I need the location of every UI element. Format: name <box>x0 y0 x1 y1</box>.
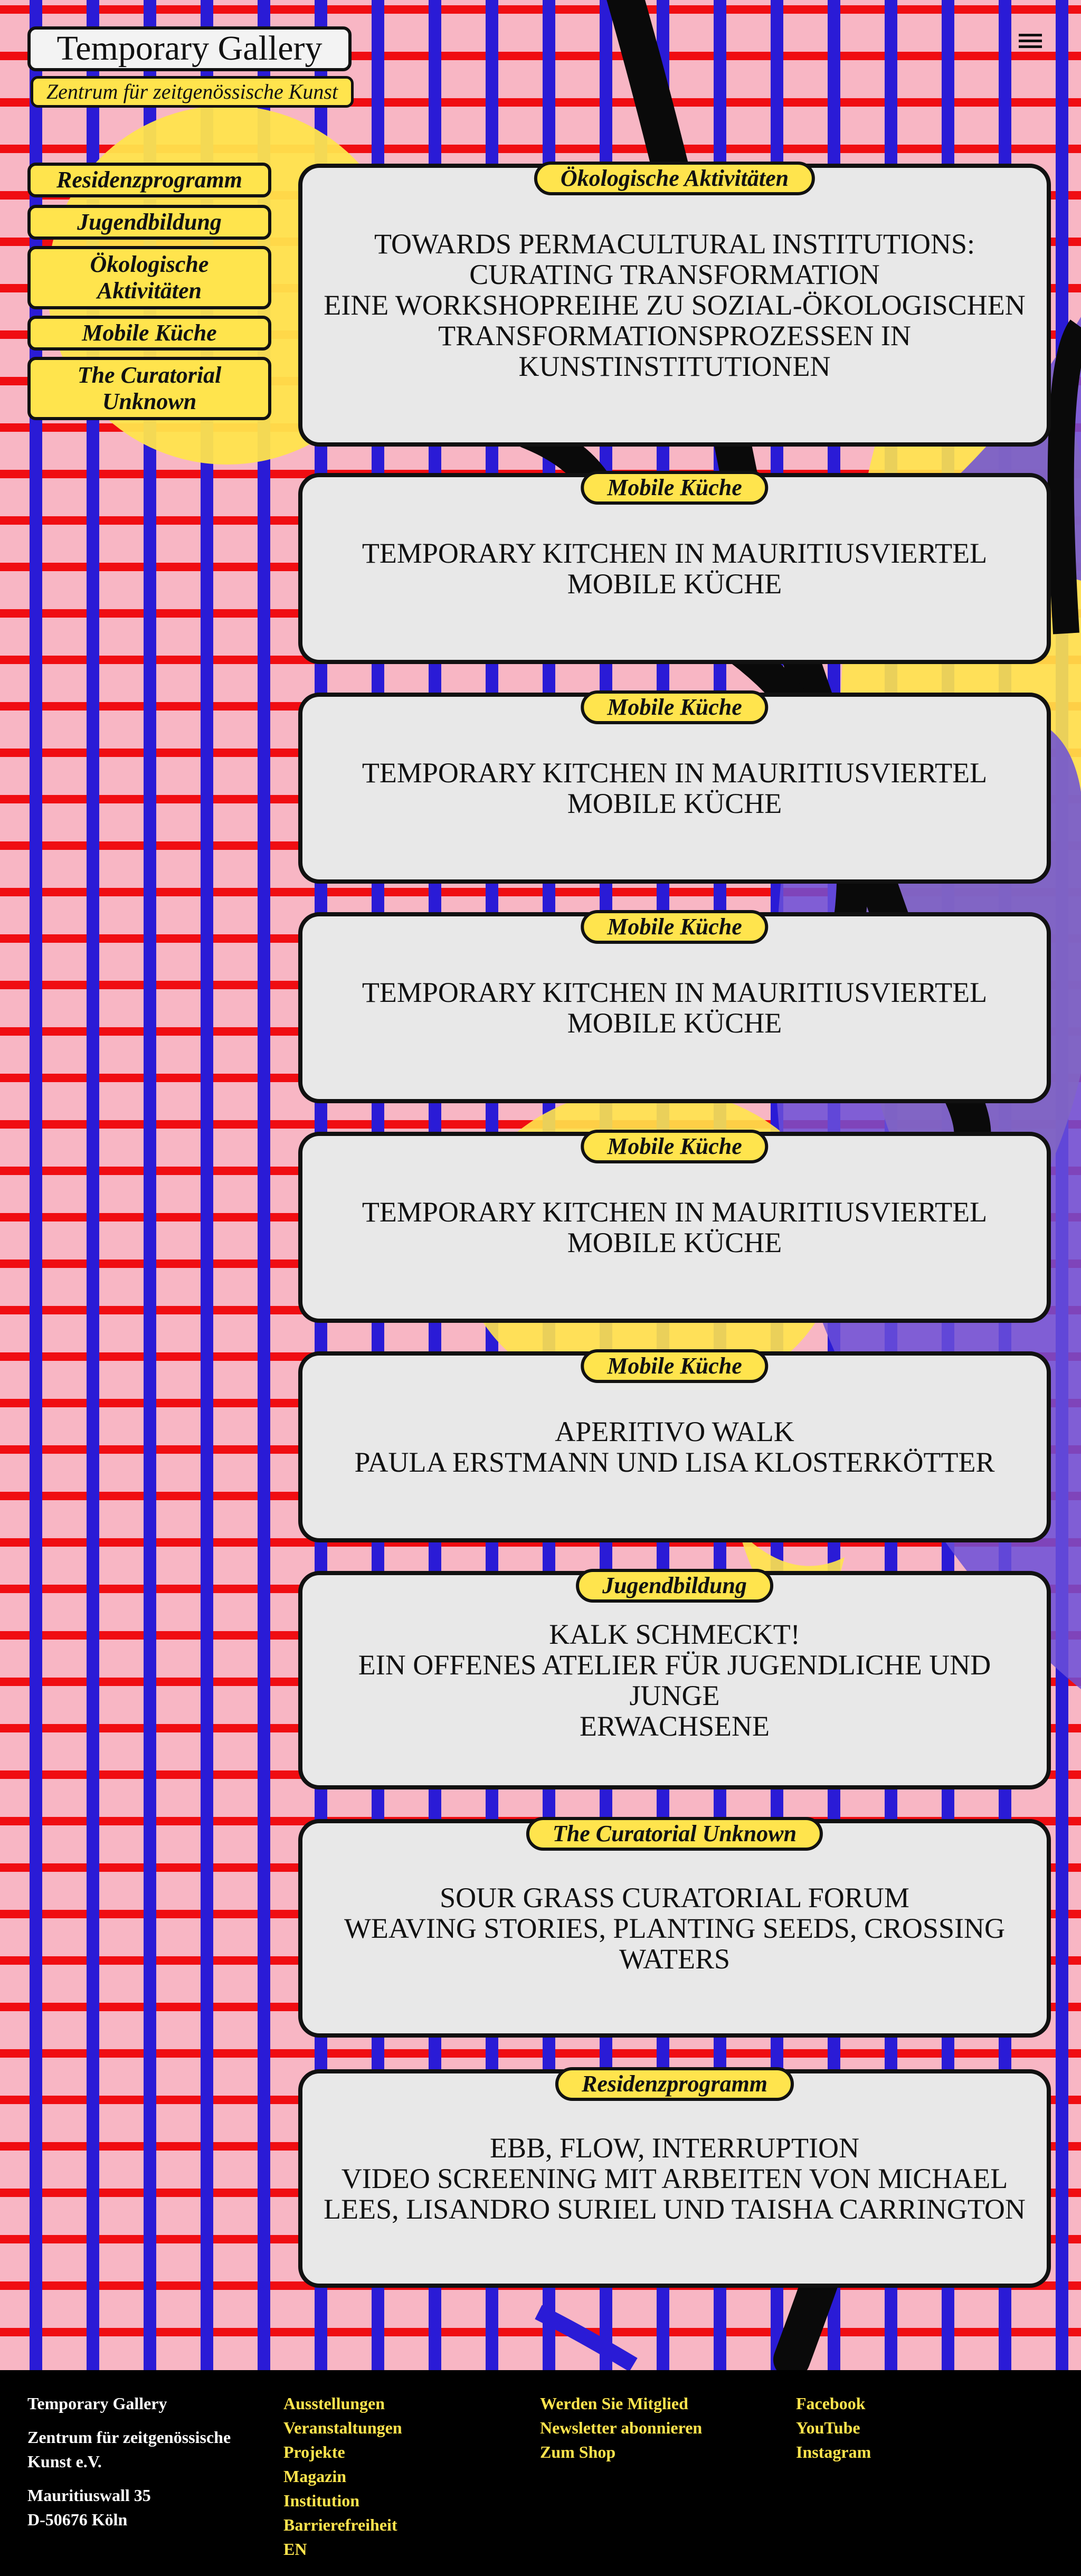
card-title-line: Temporary Kitchen in Mauritiusviertel <box>362 1196 988 1228</box>
card-title-line: Mobile Küche <box>567 788 782 819</box>
logo-tagline: Zentrum für zeitgenössische Kunst <box>31 76 354 108</box>
category-badge[interactable]: Jugendbildung <box>576 1569 773 1603</box>
card-title: Aperitivo Walk Paula Erstmann und Lisa K… <box>333 1416 1016 1478</box>
footer-contact: Temporary Gallery Zentrum für zeitgenöss… <box>27 2391 254 2532</box>
event-card[interactable]: Mobile Küche Aperitivo Walk Paula Erstma… <box>298 1349 1051 1542</box>
footer-link-instagram[interactable]: Instagram <box>796 2442 871 2461</box>
category-badge[interactable]: Mobile Küche <box>581 1130 769 1163</box>
sidebar-item-mobile-kueche[interactable]: Mobile Küche <box>27 316 271 351</box>
card-title-line: Temporary Kitchen in Mauritiusviertel <box>362 757 988 789</box>
category-badge[interactable]: Mobile Küche <box>581 471 769 505</box>
card-title: Kalk schmeckt! Ein offenes Atelier für J… <box>302 1619 1047 1741</box>
sidebar-item-the-curatorial-unknown[interactable]: The Curatorial Unknown <box>27 357 271 420</box>
category-badge[interactable]: Ökologische Aktivitäten <box>534 162 816 195</box>
site-footer: Temporary Gallery Zentrum für zeitgenöss… <box>0 2370 1081 2576</box>
footer-link-newsletter[interactable]: Newsletter abonnieren <box>540 2418 703 2437</box>
card-title-line: Ein offenes Atelier für Jugendliche und … <box>358 1649 991 1711</box>
event-card[interactable]: Residenzprogramm Ebb, Flow, Interruption… <box>298 2067 1051 2288</box>
footer-social: Facebook YouTube Instagram <box>796 2391 871 2464</box>
logo-title[interactable]: Temporary Gallery <box>27 26 352 71</box>
event-card[interactable]: Ökologische Aktivitäten Towards Permacul… <box>298 162 1051 447</box>
category-badge[interactable]: Mobile Küche <box>581 1349 769 1383</box>
card-title: Towards Permacultural Institutions: Cura… <box>302 229 1046 382</box>
footer-link-ausstellungen[interactable]: Ausstellungen <box>283 2394 385 2413</box>
card-title-line: Temporary Kitchen in Mauritiusviertel <box>362 977 988 1008</box>
footer-link-veranstaltungen[interactable]: Veranstaltungen <box>283 2418 402 2437</box>
sidebar-item-label: Jugendbildung <box>77 209 222 235</box>
footer-link-youtube[interactable]: YouTube <box>796 2418 860 2437</box>
hamburger-menu-icon[interactable] <box>1019 31 1042 54</box>
footer-link-language-en[interactable]: EN <box>283 2540 307 2559</box>
card-title-line: Kunstinstitutionen <box>518 351 831 382</box>
footer-nav: Ausstellungen Veranstaltungen Projekte M… <box>283 2391 402 2561</box>
footer-org-name: Temporary Gallery <box>27 2394 167 2413</box>
card-title-line: Curating Transformation <box>469 259 880 290</box>
card-title: Temporary Kitchen in Mauritiusviertel Mo… <box>341 757 1008 819</box>
category-badge[interactable]: Residenzprogramm <box>555 2067 794 2101</box>
card-title-line: Towards Permacultural Institutions: <box>374 228 975 260</box>
card-title-line: Video Screening mit Arbeiten von Michael <box>341 2163 1008 2194</box>
event-card[interactable]: Mobile Küche Temporary Kitchen in Maurit… <box>298 690 1051 884</box>
category-badge[interactable]: The Curatorial Unknown <box>526 1817 823 1851</box>
card-title-line: Erwachsene <box>579 1710 770 1742</box>
footer-link-barrierefreiheit[interactable]: Barrierefreiheit <box>283 2515 397 2534</box>
event-card[interactable]: Mobile Küche Temporary Kitchen in Maurit… <box>298 1130 1051 1323</box>
footer-link-facebook[interactable]: Facebook <box>796 2394 866 2413</box>
category-badge[interactable]: Mobile Küche <box>581 910 769 944</box>
category-badge[interactable]: Mobile Küche <box>581 690 769 724</box>
card-title: Temporary Kitchen in Mauritiusviertel Mo… <box>341 977 1008 1038</box>
card-title: Sour Grass Curatorial Forum Weaving Stor… <box>323 1882 1026 1974</box>
sidebar-item-label: The Curatorial Unknown <box>77 362 222 414</box>
footer-link-membership[interactable]: Werden Sie Mitglied <box>540 2394 688 2413</box>
card-title-line: Transformationsprozessen in <box>438 320 911 352</box>
card-title-line: Lees, Lisandro Suriel und Taisha Carring… <box>324 2193 1026 2225</box>
sidebar-item-residenzprogramm[interactable]: Residenzprogramm <box>27 163 271 197</box>
sidebar-item-oekologische-aktivitaeten[interactable]: Ökologische Aktivitäten <box>27 246 271 309</box>
card-title-line: Temporary Kitchen in Mauritiusviertel <box>362 537 988 569</box>
event-card[interactable]: Mobile Küche Temporary Kitchen in Maurit… <box>298 471 1051 664</box>
footer-org-full: Kunst e.V. <box>27 2452 102 2471</box>
card-title-line: Mobile Küche <box>567 1007 782 1039</box>
card-title: Temporary Kitchen in Mauritiusviertel Mo… <box>341 1197 1008 1258</box>
card-title-line: Paula Erstmann und Lisa Klosterkötter <box>354 1446 995 1478</box>
sidebar-item-jugendbildung[interactable]: Jugendbildung <box>27 205 271 240</box>
card-title: Ebb, Flow, Interruption Video Screening … <box>302 2133 1047 2224</box>
card-title: Temporary Kitchen in Mauritiusviertel Mo… <box>341 538 1008 599</box>
footer-address: D-50676 Köln <box>27 2510 128 2529</box>
footer-org-full: Zentrum für zeitgenössische <box>27 2428 231 2447</box>
card-title-line: Mobile Küche <box>567 1227 782 1258</box>
event-card[interactable]: Jugendbildung Kalk schmeckt! Ein offenes… <box>298 1569 1051 1789</box>
sidebar-item-label: Residenzprogramm <box>56 167 243 193</box>
card-title-line: Eine Workshopreihe zu sozial-ökologische… <box>324 289 1026 321</box>
footer-link-magazin[interactable]: Magazin <box>283 2467 347 2486</box>
footer-address: Mauritiuswall 35 <box>27 2486 151 2505</box>
sidebar-item-label: Ökologische Aktivitäten <box>90 251 209 304</box>
footer-actions: Werden Sie Mitglied Newsletter abonniere… <box>540 2391 702 2464</box>
card-title-line: Weaving Stories, Planting Seeds, Crossin… <box>344 1912 1006 1944</box>
event-card[interactable]: Mobile Küche Temporary Kitchen in Maurit… <box>298 910 1051 1103</box>
card-title-line: Ebb, Flow, Interruption <box>489 2132 859 2164</box>
footer-link-institution[interactable]: Institution <box>283 2491 360 2510</box>
card-title-line: Sour Grass Curatorial Forum <box>440 1882 909 1914</box>
event-card[interactable]: The Curatorial Unknown Sour Grass Curato… <box>298 1817 1051 2038</box>
card-title-line: Aperitivo Walk <box>555 1416 794 1447</box>
footer-link-shop[interactable]: Zum Shop <box>540 2442 616 2461</box>
card-title-line: Kalk schmeckt! <box>549 1618 800 1650</box>
footer-link-projekte[interactable]: Projekte <box>283 2442 345 2461</box>
sidebar-item-label: Mobile Küche <box>82 320 217 346</box>
card-title-line: Waters <box>619 1943 730 1975</box>
card-title-line: Mobile Küche <box>567 568 782 600</box>
